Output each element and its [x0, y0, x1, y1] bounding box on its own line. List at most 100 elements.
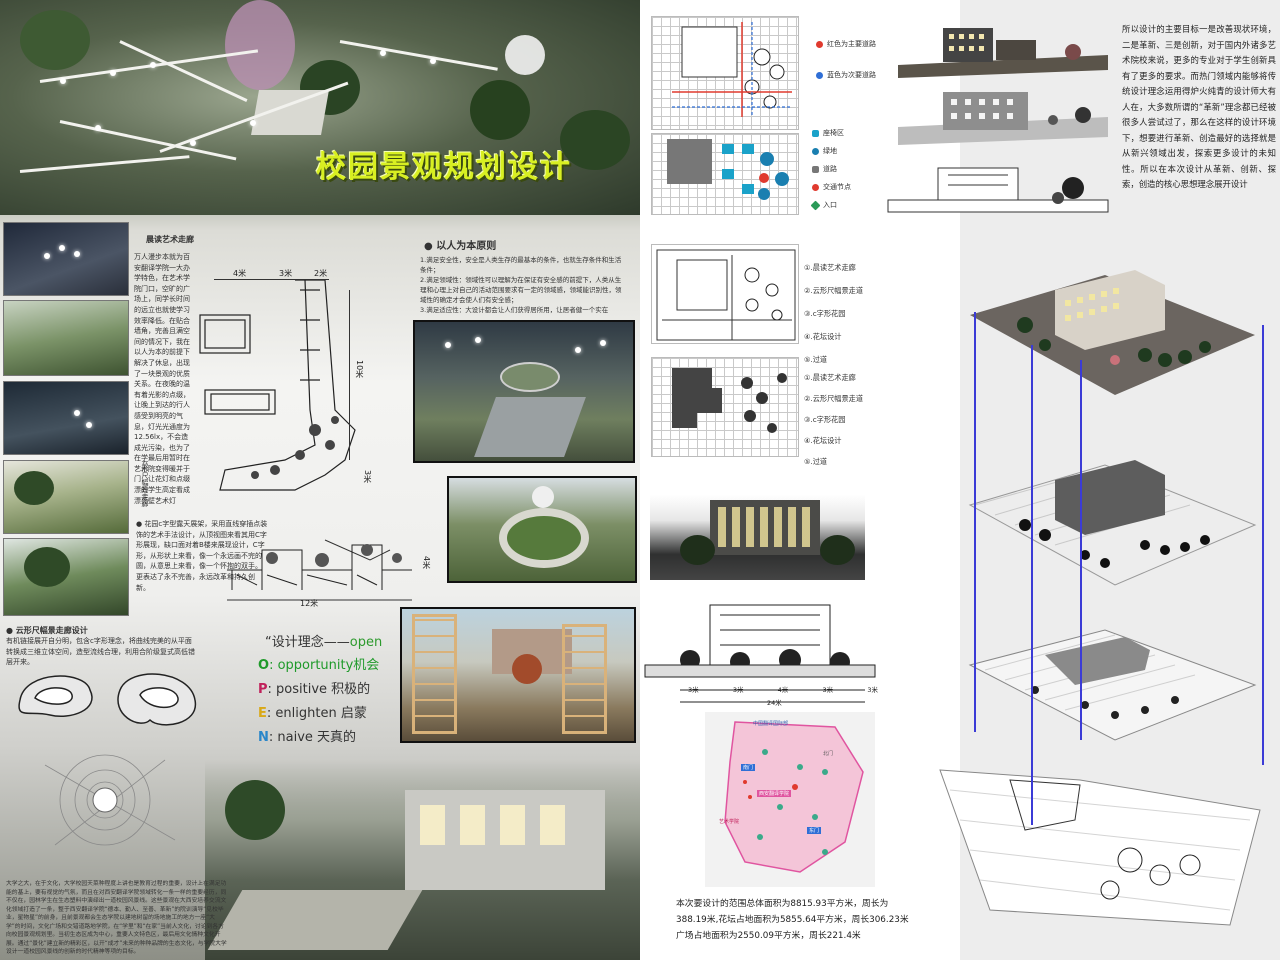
- projection-line: [1031, 345, 1033, 825]
- dim-4m-vertical: 4米: [422, 556, 431, 570]
- garden-description: ● 花园c字型露天展架，采用直线穿插点装饰的艺术手法设计，从顶视图来看其用C字形…: [136, 520, 268, 592]
- zone-item: ①.晨读艺术走廊: [804, 373, 856, 382]
- cloud-plan-scribble: [25, 745, 205, 865]
- principle-heading: ● 以人为本原则: [424, 241, 497, 252]
- entry-swatch-icon: [810, 200, 821, 210]
- projection-line: [1262, 325, 1264, 765]
- cloud-corridor-plan: [10, 660, 210, 740]
- elev-dim: 3米: [732, 686, 744, 694]
- zone-item: ④.花坛设计: [804, 436, 842, 445]
- elev-dims: 3米 3米 4米 3米 3米: [688, 684, 878, 694]
- principle-item: 2.满足领域性：领域性可以理解为在保证有安全感的前提下，人类从生理和心理上对自己…: [420, 276, 622, 304]
- zone-item: ⑤.过道: [804, 457, 828, 466]
- bullet-icon: ●: [6, 626, 16, 635]
- map-label-art: 艺术学院: [719, 819, 740, 825]
- cloud-description: 有机链接展开自分明，包含c字形理念，将曲线完美的从平面转换成三维立体空间，造型流…: [6, 637, 195, 667]
- iso-layer-plan: [965, 625, 1265, 745]
- corridor-night-render: [413, 320, 635, 463]
- hero-aerial-render: [0, 0, 640, 215]
- zone-item: ⑤.过道: [804, 355, 828, 364]
- area-summary-line: 388.19米,花坛占地面积为5855.64平方米，周长306.23米: [676, 915, 909, 925]
- road-swatch-icon: [812, 165, 819, 173]
- site-section-render-2: [893, 87, 1113, 145]
- zone-item: ②.云形尺幅景走道: [804, 286, 864, 295]
- cloud-heading: ● 云形尺幅景走廊设计: [6, 626, 88, 635]
- bullet-icon: ●: [424, 241, 437, 252]
- legend-main-road: 红色为主要道路: [816, 39, 876, 49]
- function-legend: 座椅区 绿地 道路 交通节点 入口: [810, 128, 872, 218]
- elev-dim: 3米: [822, 686, 834, 694]
- dim-12m: 12米: [300, 599, 319, 608]
- legend-item: 入口: [810, 200, 837, 210]
- corridor-day-thumbnail: [3, 300, 129, 376]
- zone-list-b: ①.晨读艺术走廊 ②.云形尺幅景走道 ③.c字形花园 ④.花坛设计 ⑤.过道: [804, 367, 863, 472]
- concept-line-e: E: enlighten 启蒙: [258, 706, 367, 721]
- elev-dim: 4米: [777, 686, 789, 694]
- zone-item: ①.晨读艺术走廊: [804, 263, 856, 272]
- area-summary: 本次要设计的范围总体面积为8815.93平方米，周长为 388.19米,花坛占地…: [676, 896, 916, 944]
- iso-layer-massing: [965, 455, 1265, 595]
- cloud-corridor-thumbnail: [3, 538, 129, 616]
- bullet-icon: ●: [136, 520, 145, 528]
- corridor-top-thumbnail: [3, 381, 129, 455]
- zone-list-a: ①.晨读艺术走廊 ②.云形尺幅景走道 ③.c字形花园 ④.花坛设计 ⑤.过道: [804, 256, 863, 371]
- map-label-campus: 西安翻译学院: [757, 790, 792, 797]
- dim-2m: 2米: [314, 269, 328, 278]
- zone-item: ②.云形尺幅景走道: [804, 394, 864, 403]
- elev-dim: 3米: [867, 686, 878, 694]
- zone-item: ③.c字形花园: [804, 309, 846, 318]
- concept-line-p: P: positive 积极的: [258, 682, 371, 697]
- night-building-render: [650, 495, 865, 580]
- legend-item: 座椅区: [812, 128, 844, 138]
- palm-garden-thumbnail: [3, 460, 129, 534]
- legend-item: 交通节点: [812, 182, 851, 192]
- zone-item: ③.c字形花园: [804, 415, 846, 424]
- poster-title: 校园景观规划设计: [316, 150, 572, 185]
- blue-dot-icon: [816, 71, 823, 79]
- design-goal-paragraph: 所以设计的主要目标一是改善现状环境，二是革新、三是创新，对于国内外诸多艺术院校来…: [1122, 24, 1276, 189]
- green-swatch-icon: [812, 147, 819, 155]
- principle-list: 1.满足安全性，安全是人类生存的最基本的条件，也就生存条件和生活条件； 2.满足…: [420, 255, 625, 315]
- concept-title: “设计理念——open: [265, 635, 383, 650]
- legend-item: 道路: [812, 164, 837, 174]
- circular-garden-render: [447, 476, 637, 583]
- cloud-corridor-side-label: 云形尺幅景走廊: [141, 458, 149, 507]
- corridor-plan-drawing: [195, 260, 405, 580]
- left-board: 校园景观规划设计 晨读艺术走廊 万人漫步本就为百安翻译学院一大办学特色，在艺术学…: [0, 0, 640, 960]
- site-section-render-1: [893, 20, 1113, 78]
- dim-4m: 4米: [233, 269, 247, 278]
- map-label-south: 南门: [741, 764, 756, 771]
- map-label-east: 东门: [807, 827, 822, 834]
- legend-item: 绿地: [812, 146, 837, 156]
- area-summary-line: 本次要设计的范围总体面积为8815.93平方米，周长为: [676, 899, 889, 909]
- function-plan: [651, 133, 799, 215]
- seat-swatch-icon: [812, 129, 819, 137]
- zoning-plan-a: [651, 244, 799, 344]
- dim-10m: 10米: [355, 360, 364, 379]
- dim-3m-vertical: 3米: [363, 470, 372, 484]
- elev-dim: 3米: [688, 686, 699, 694]
- elev-total-dim: 24米: [767, 699, 782, 707]
- bottom-building-render: [205, 760, 640, 960]
- corridor-heading: 晨读艺术走廊: [146, 235, 194, 244]
- iso-layer-lineplan: [930, 760, 1270, 930]
- projection-line: [974, 312, 976, 732]
- concept-line-n: N: naive 天真的: [258, 730, 357, 745]
- projection-line: [1080, 360, 1082, 740]
- dim-3m: 3米: [279, 269, 293, 278]
- corridor-night-thumbnail: [3, 222, 129, 296]
- red-dot-icon: [816, 40, 823, 48]
- area-summary-line: 广场占地面积为2550.09平方米，周长221.4米: [676, 931, 861, 941]
- frame-pavilion-render: [400, 607, 636, 743]
- corridor-description: 万人漫步本就为百安翻译学院一大办学特色，在艺术学院门口，空旷的广场上，同学长时间…: [134, 253, 190, 505]
- node-swatch-icon: [812, 183, 819, 191]
- principle-item: 1.满足安全性，安全是人类生存的最基本的条件，也就生存条件和生活条件；: [420, 256, 622, 274]
- zoning-plan-b: [651, 357, 799, 457]
- section-elevation-drawing: [640, 600, 880, 710]
- map-label-north: 北门: [823, 751, 834, 757]
- garden-elevation-drawing: [222, 530, 417, 610]
- bottom-description: 大学之大，在于文化，大学校园天菜种程度上讲也是教育过程的重要，设计上在满足功能的…: [6, 881, 227, 955]
- legend-secondary-road: 蓝色为次要道路: [816, 70, 876, 80]
- principle-item: 3.满足适应性：大设计都会让人们获得居所用，让居者健一个实在: [420, 306, 609, 314]
- site-map: 南门 中国翻译国际部 西安翻译学院 东门 北门 艺术学院: [705, 712, 875, 887]
